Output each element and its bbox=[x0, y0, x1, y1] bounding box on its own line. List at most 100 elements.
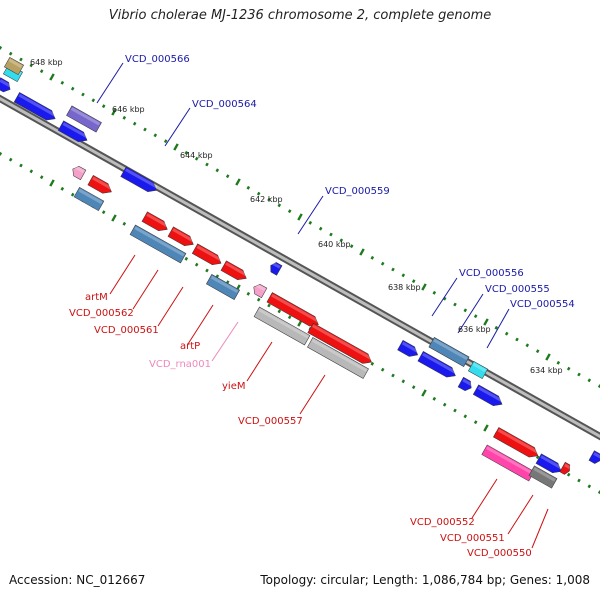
leader-vcd-000566 bbox=[96, 62, 124, 104]
feature-blue-636[interactable] bbox=[417, 351, 458, 380]
feature-vcd-000555[interactable] bbox=[467, 360, 489, 380]
tick-dot bbox=[380, 367, 385, 372]
tick-dot bbox=[370, 255, 375, 260]
tick-dot bbox=[215, 168, 220, 173]
gene-label-vcd-000562[interactable]: VCD_000562 bbox=[69, 308, 134, 319]
feature-top-left-2[interactable] bbox=[57, 120, 90, 145]
tick-dot bbox=[473, 420, 478, 425]
genome-backbone bbox=[0, 94, 600, 441]
tick-dot bbox=[122, 115, 127, 120]
tick-dot bbox=[153, 133, 158, 138]
tick-dot bbox=[205, 268, 209, 273]
gene-label-vcd-000559[interactable]: VCD_000559 bbox=[325, 186, 390, 197]
feature-red-6[interactable] bbox=[493, 427, 540, 460]
tick-dot bbox=[0, 151, 3, 156]
tick-dot bbox=[463, 414, 468, 419]
tick-dot bbox=[246, 185, 251, 190]
feature-blue-l[interactable] bbox=[0, 77, 13, 94]
feature-artm[interactable] bbox=[129, 224, 187, 264]
feature-gray-1[interactable] bbox=[253, 306, 311, 346]
feature-red-5[interactable] bbox=[220, 260, 249, 283]
genome-summary-text: Topology: circular; Length: 1,086,784 bp… bbox=[260, 573, 590, 587]
feature-vcd-000559[interactable] bbox=[268, 261, 283, 276]
feature-vcd-000550[interactable] bbox=[535, 453, 564, 476]
leader-vcd-000561 bbox=[157, 286, 184, 327]
tick-dot bbox=[421, 389, 427, 397]
feature-steel-1[interactable] bbox=[73, 186, 105, 212]
feature-red-3[interactable] bbox=[167, 226, 196, 249]
feature-red-small[interactable] bbox=[559, 461, 572, 476]
gene-label-vcd-000564[interactable]: VCD_000564 bbox=[192, 99, 257, 110]
tick-dot bbox=[432, 396, 437, 401]
tick-dot bbox=[60, 186, 65, 191]
feature-red-4[interactable] bbox=[191, 243, 224, 268]
gene-label-vcd-000550[interactable]: VCD_000550 bbox=[467, 548, 532, 559]
feature-red-2[interactable] bbox=[141, 211, 170, 234]
feature-vcd-000561[interactable] bbox=[206, 274, 240, 300]
feature-blue-right[interactable] bbox=[588, 450, 600, 465]
feature-blue-small[interactable] bbox=[457, 376, 474, 392]
feature-olive-1[interactable] bbox=[3, 56, 25, 76]
gene-label-yiem[interactable]: yieM bbox=[222, 381, 245, 392]
tick-dot bbox=[39, 69, 44, 74]
feature-vcd-000551[interactable] bbox=[528, 465, 558, 489]
tick-dot bbox=[380, 261, 385, 266]
leader-vcd-000557 bbox=[299, 374, 326, 415]
feature-vcd-000557[interactable] bbox=[307, 322, 374, 367]
gene-label-vcd-000561[interactable]: VCD_000561 bbox=[94, 325, 159, 336]
gene-label-vcd-000551[interactable]: VCD_000551 bbox=[440, 533, 505, 544]
leader-artp bbox=[187, 304, 214, 345]
gene-label-vcd-000566[interactable]: VCD_000566 bbox=[125, 54, 190, 65]
tick-dot bbox=[19, 163, 23, 168]
feature-red-1[interactable] bbox=[87, 174, 114, 196]
feature-rna001[interactable] bbox=[251, 282, 268, 299]
tick-dot bbox=[132, 121, 137, 126]
feature-rna-top[interactable] bbox=[70, 164, 87, 181]
tick-dot bbox=[267, 197, 271, 202]
tick-dot bbox=[235, 178, 241, 186]
gene-label-vcd-rna001[interactable]: VCD_rna001 bbox=[149, 359, 211, 370]
tick-dot bbox=[391, 373, 395, 378]
tick-dot bbox=[39, 175, 44, 180]
tick-dot bbox=[101, 210, 106, 215]
leader-yiem bbox=[246, 341, 273, 382]
tick-dot bbox=[525, 343, 530, 348]
leader-vcd-000562 bbox=[132, 269, 159, 310]
tick-dot bbox=[70, 86, 75, 91]
tick-dot bbox=[432, 290, 437, 295]
tick-dot bbox=[267, 303, 271, 308]
feature-vcd-000554[interactable] bbox=[472, 384, 505, 409]
tick-dot bbox=[277, 203, 282, 208]
gene-label-artm[interactable]: artM bbox=[85, 292, 108, 303]
tick-dot bbox=[60, 80, 65, 85]
feature-vcd-000556[interactable] bbox=[428, 337, 470, 367]
feature-blue-644[interactable] bbox=[120, 166, 160, 195]
gene-label-artp[interactable]: artP bbox=[180, 341, 200, 352]
tick-dot bbox=[329, 232, 333, 237]
feature-blue-638[interactable] bbox=[397, 339, 421, 359]
tick-dot bbox=[101, 104, 106, 109]
gene-label-vcd-000556[interactable]: VCD_000556 bbox=[459, 268, 524, 279]
gene-label-vcd-000552[interactable]: VCD_000552 bbox=[410, 517, 475, 528]
tick-dot bbox=[545, 353, 551, 361]
gene-label-vcd-000554[interactable]: VCD_000554 bbox=[510, 299, 575, 310]
tick-label-642: 642 kbp bbox=[250, 195, 283, 204]
feature-top-left-1[interactable] bbox=[13, 92, 58, 123]
tick-dot bbox=[577, 478, 581, 483]
gene-label-vcd-000555[interactable]: VCD_000555 bbox=[485, 284, 550, 295]
tick-dot bbox=[421, 283, 427, 291]
label-leaders bbox=[96, 62, 549, 549]
tick-dot bbox=[225, 174, 230, 179]
tick-dot bbox=[173, 143, 179, 151]
feature-vcd-000566[interactable] bbox=[66, 105, 102, 133]
tick-dot bbox=[122, 221, 127, 226]
tick-dot bbox=[143, 127, 147, 132]
tick-dot bbox=[111, 108, 117, 116]
tick-dot bbox=[256, 297, 261, 302]
gene-label-vcd-000557[interactable]: VCD_000557 bbox=[238, 416, 303, 427]
tick-dot bbox=[494, 325, 499, 330]
tick-dot bbox=[577, 372, 581, 377]
feature-gray-2[interactable] bbox=[307, 337, 369, 379]
tick-dot bbox=[8, 157, 13, 162]
